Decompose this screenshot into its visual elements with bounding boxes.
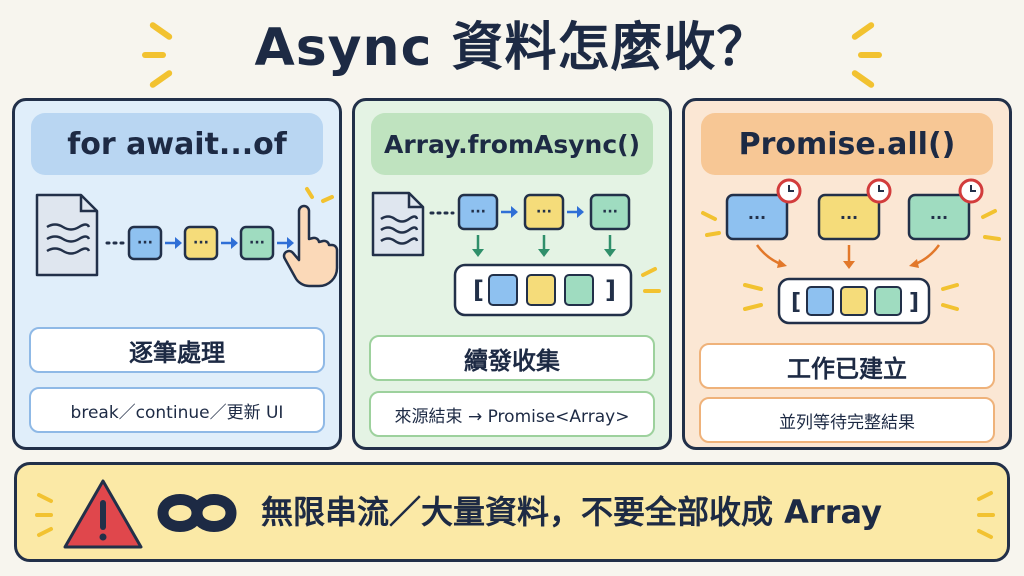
sparkle-line — [705, 231, 721, 237]
chip-text: ··· — [602, 204, 618, 220]
sparkle-line — [701, 211, 717, 221]
sparkle-line — [641, 267, 657, 277]
arrow-right-icon — [165, 237, 182, 249]
panel-array-fromasync: Array.fromAsync() ··· ··· ··· [ — [352, 98, 672, 450]
array-bracket-icon: [ ] — [453, 263, 633, 317]
arrow-down-icon — [755, 244, 787, 268]
parallel-flow-diagram: ··· ··· ··· [ — [701, 178, 1001, 325]
bracket-left: [ — [473, 276, 484, 304]
chip-text: ··· — [930, 208, 948, 227]
chip-text: ··· — [137, 235, 153, 251]
sparkle-line — [941, 283, 959, 291]
arrow-right-icon — [567, 206, 584, 218]
item-chip: ··· — [817, 193, 881, 241]
arrow-down-icon — [538, 235, 550, 257]
infinity-icon — [157, 494, 237, 532]
sparkle-line — [743, 303, 763, 311]
page-title: Async 資料怎麼收？ — [254, 18, 770, 78]
arrow-right-icon — [501, 206, 518, 218]
label-main: 逐筆處理 — [29, 327, 325, 373]
panel-heading: Promise.all() — [701, 113, 993, 175]
item-chip: ··· — [523, 193, 565, 231]
chip-text: ··· — [470, 204, 486, 220]
chip-text: ··· — [748, 208, 766, 227]
panel-promise-all: Promise.all() ··· ··· ··· — [682, 98, 1012, 450]
arrow-down-icon — [909, 244, 941, 268]
item-chip: ··· — [183, 225, 219, 261]
label-sub: break／continue／更新 UI — [29, 387, 325, 433]
sparkle-line — [743, 283, 763, 291]
panel-heading: for await...of — [31, 113, 323, 175]
banner-text: 無限串流／大量資料，不要全部收成 Array — [261, 493, 882, 531]
sparkle-line — [37, 493, 53, 503]
item-chip: ··· — [907, 193, 971, 241]
collect-flow-diagram: ··· ··· ··· [ ] — [371, 191, 661, 317]
warning-banner: 無限串流／大量資料，不要全部收成 Array — [14, 462, 1010, 562]
label-main: 工作已建立 — [699, 343, 995, 389]
arrow-down-icon — [472, 235, 484, 257]
chip-text: ··· — [536, 204, 552, 220]
arrow-right-icon — [277, 237, 294, 249]
sparkle-line — [977, 491, 993, 501]
sparkle-line — [37, 527, 53, 537]
sparkle-line — [981, 209, 997, 219]
chip-text: ··· — [840, 208, 858, 227]
bracket-right: ] — [605, 276, 616, 304]
arrow-down-icon — [843, 245, 855, 269]
sparkle-line — [941, 303, 959, 311]
sparkle-line — [142, 52, 166, 58]
sparkle-line — [977, 529, 993, 539]
sparkle-line — [983, 235, 1001, 241]
clock-icon — [958, 178, 984, 204]
label-sub: 來源結束 → Promise<Array> — [369, 391, 655, 437]
clock-icon — [866, 178, 892, 204]
chip-text: ··· — [193, 235, 209, 251]
label-main: 續發收集 — [369, 335, 655, 381]
item-chip: ··· — [725, 193, 789, 241]
clock-icon — [776, 178, 802, 204]
chip-text: ··· — [249, 235, 265, 251]
document-icon — [35, 193, 99, 277]
bracket-right: ] — [909, 290, 919, 315]
document-icon — [371, 191, 425, 257]
banner-icons — [35, 479, 995, 549]
pointing-hand-icon — [282, 187, 339, 288]
arrow-right-icon — [221, 237, 238, 249]
item-chip: ··· — [239, 225, 275, 261]
item-chip: ··· — [127, 225, 163, 261]
bracket-left: [ — [791, 290, 801, 315]
warning-icon — [63, 479, 143, 549]
arrow-down-icon — [604, 235, 616, 257]
sparkle-line — [858, 52, 882, 58]
panel-for-await: for await...of ··· ··· ··· — [12, 98, 342, 450]
array-bracket-icon: [ ] — [777, 277, 931, 325]
panel-heading: Array.fromAsync() — [371, 113, 653, 175]
sequential-flow-diagram: ··· ··· ··· — [35, 187, 339, 288]
label-sub: 並列等待完整結果 — [699, 397, 995, 443]
item-chip: ··· — [589, 193, 631, 231]
item-chip: ··· — [457, 193, 499, 231]
